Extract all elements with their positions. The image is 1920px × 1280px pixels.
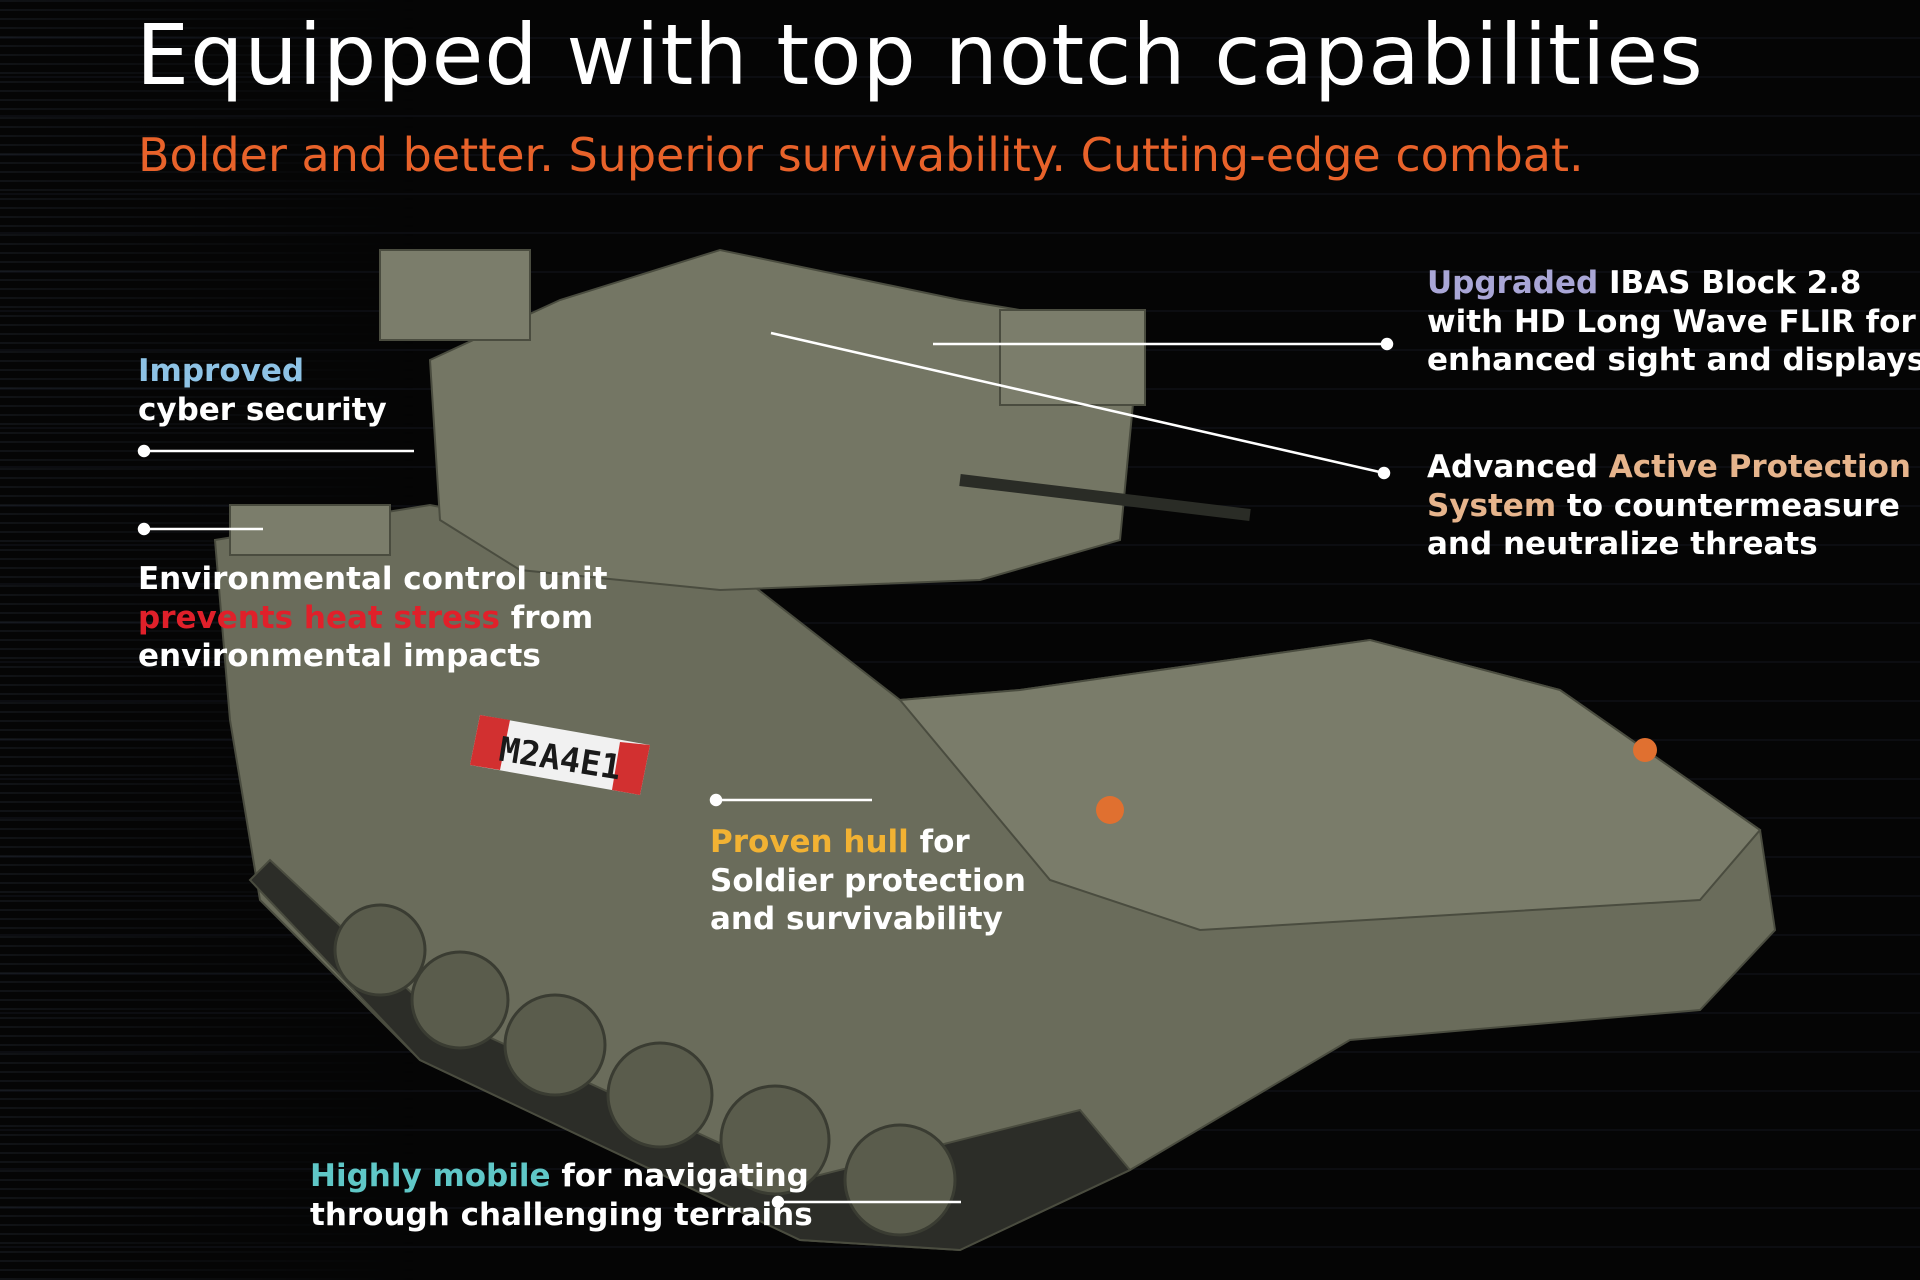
callout-aps-line3: and neutralize threats: [1427, 526, 1818, 562]
callout-aps-highlight: Active Protection: [1608, 449, 1911, 485]
callout-mobility-line2: through challenging terrains: [310, 1196, 813, 1233]
callout-ibas-line3: enhanced sight and displays: [1427, 342, 1920, 378]
callout-mobility-highlight: Highly mobile: [310, 1158, 551, 1194]
callout-ibas: Upgraded IBAS Block 2.8 with HD Long Wav…: [1427, 264, 1920, 380]
callout-hull: Proven hull for Soldier protection and s…: [710, 823, 1026, 939]
vehicle-turret: [428, 248, 1142, 592]
callout-aps-line1: Advanced: [1427, 449, 1609, 485]
callout-ibas-line1: IBAS Block 2.8: [1598, 265, 1862, 301]
callout-cyber-line2: cyber security: [138, 391, 387, 428]
callout-mobility: Highly mobile for navigating through cha…: [310, 1157, 813, 1234]
callout-ecu-highlight: prevents heat stress: [138, 599, 500, 636]
callout-aps-line2: to countermeasure: [1556, 487, 1900, 524]
callout-ecu-line2: from: [499, 599, 594, 636]
callout-aps: Advanced Active Protection System to cou…: [1427, 448, 1911, 564]
vehicle-road-wheels: [333, 903, 957, 1237]
callout-cyber-highlight: Improved: [138, 353, 305, 389]
page-subtitle: Bolder and better. Superior survivabilit…: [138, 128, 1584, 182]
page-title: Equipped with top notch capabilities: [136, 6, 1704, 104]
vehicle-gun: [959, 474, 1251, 521]
callout-hull-line1: for: [908, 824, 970, 860]
callout-ibas-highlight: Upgraded: [1427, 265, 1599, 301]
callout-aps-highlight-2: System: [1427, 487, 1557, 524]
callout-hull-highlight: Proven hull: [710, 824, 909, 860]
callout-mobility-line1: for navigating: [550, 1158, 809, 1194]
vehicle-front-slope: [898, 638, 1762, 932]
callout-ecu: Environmental control unit prevents heat…: [138, 560, 607, 676]
callout-ibas-line2: with HD Long Wave FLIR for: [1427, 303, 1916, 340]
callout-hull-line2: Soldier protection: [710, 862, 1026, 899]
vehicle-sight-right: [999, 309, 1146, 406]
callout-cyber: Improved cyber security: [138, 352, 387, 429]
vehicle-headlight-right: [1633, 738, 1657, 762]
vehicle-headlight-left: [1096, 796, 1124, 824]
vehicle-sight-left: [379, 249, 531, 341]
callout-hull-line3: and survivability: [710, 901, 1003, 937]
callout-ecu-line1: Environmental control unit: [138, 561, 608, 597]
callout-ecu-line3: environmental impacts: [138, 638, 541, 674]
callout-line-aps: [770, 331, 1385, 475]
